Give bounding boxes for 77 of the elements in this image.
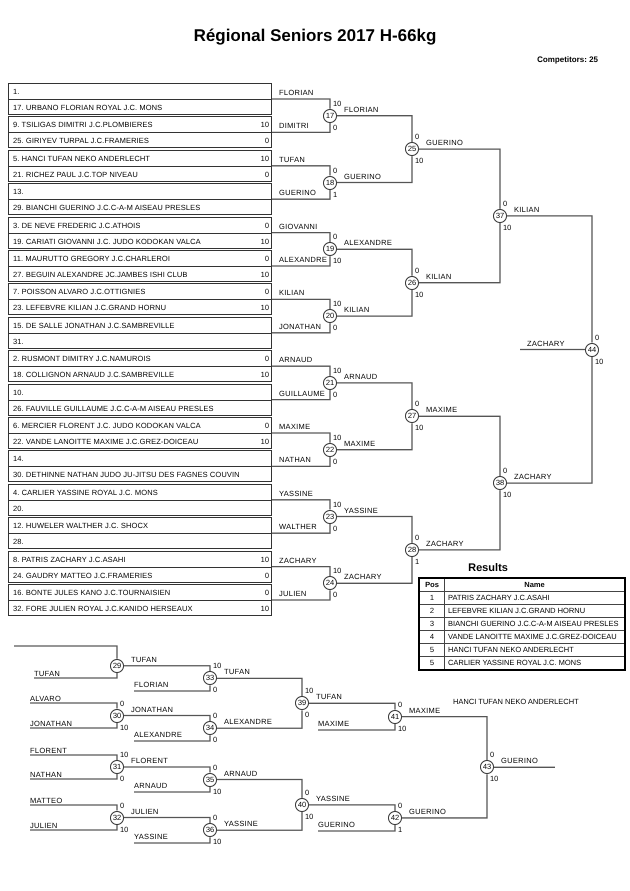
pairing-box xyxy=(8,116,272,148)
bracket-line xyxy=(507,356,593,484)
bracket-line xyxy=(272,432,331,443)
bracket-line xyxy=(217,778,303,798)
pairing-box xyxy=(8,283,272,316)
bracket-line xyxy=(507,215,593,342)
bracket-line xyxy=(217,678,303,696)
pairing-box xyxy=(8,316,272,349)
bracket-line xyxy=(402,774,488,819)
bracket-line xyxy=(272,390,331,400)
bracket-line xyxy=(30,722,118,729)
bracket-line xyxy=(309,702,396,710)
bracket-line xyxy=(272,232,331,242)
bracket-line xyxy=(337,556,413,584)
bracket-line xyxy=(217,710,303,729)
pairing-box xyxy=(8,83,272,115)
bracket-line xyxy=(34,672,118,679)
bracket-line xyxy=(272,256,331,267)
bracket-line xyxy=(337,382,413,410)
competitor-count: Competitors: 25 xyxy=(537,55,598,64)
bracket-line xyxy=(14,645,118,659)
bracket-line xyxy=(419,148,501,209)
bracket-line xyxy=(337,423,413,450)
bracket-line xyxy=(402,716,488,760)
pairing-box xyxy=(8,250,272,282)
bracket-line xyxy=(272,499,331,510)
bracket-line xyxy=(309,804,396,811)
pairing-box xyxy=(8,150,272,182)
bracket-line xyxy=(272,190,331,200)
bracket-line xyxy=(272,566,331,576)
bracket-line xyxy=(419,416,501,476)
bracket-line xyxy=(337,516,413,543)
bracket-line xyxy=(124,714,211,722)
bracket-line xyxy=(419,490,501,551)
bracket-line xyxy=(124,766,211,772)
bracket-line xyxy=(30,824,118,831)
pairing-box xyxy=(8,517,272,550)
pairing-box xyxy=(8,417,272,449)
bracket-line xyxy=(318,724,396,731)
bracket-line xyxy=(272,456,331,468)
bracket-line xyxy=(494,766,555,768)
bracket-line xyxy=(134,735,211,742)
pairing-box xyxy=(8,584,272,616)
bracket-line xyxy=(124,665,211,672)
pairing-box xyxy=(8,384,272,416)
pairing-box xyxy=(8,350,272,382)
bracket-line xyxy=(337,248,413,276)
bracket-line xyxy=(272,366,331,376)
bracket-line xyxy=(30,702,118,708)
bracket-line xyxy=(134,786,211,793)
bracket-line xyxy=(217,812,303,831)
bracket-line xyxy=(30,754,118,760)
bracket-line xyxy=(272,323,331,334)
bracket-line xyxy=(272,165,331,176)
bracket-line xyxy=(419,222,501,284)
bracket-line xyxy=(520,348,585,350)
bracket-line xyxy=(30,804,118,810)
table-title: Results xyxy=(467,562,509,574)
pairing-box xyxy=(8,216,272,249)
bracket-line xyxy=(272,590,331,601)
bracket-line xyxy=(318,824,396,832)
bracket-line xyxy=(337,290,413,317)
bracket-line xyxy=(272,122,331,134)
bracket-line xyxy=(272,298,331,310)
pairing-box xyxy=(8,183,272,216)
bracket-line xyxy=(272,98,331,109)
bracket-line xyxy=(124,816,211,824)
bracket-line xyxy=(134,685,211,692)
bracket-line xyxy=(337,115,413,142)
pairing-box xyxy=(8,450,272,482)
pairing-box xyxy=(8,550,272,583)
title: Régional Seniors 2017 H-66kg xyxy=(192,26,438,46)
bracket-line xyxy=(337,156,413,184)
bracket-line xyxy=(134,837,211,844)
bracket-line xyxy=(30,774,118,780)
bracket-line xyxy=(272,524,331,534)
pairing-box xyxy=(8,484,272,516)
